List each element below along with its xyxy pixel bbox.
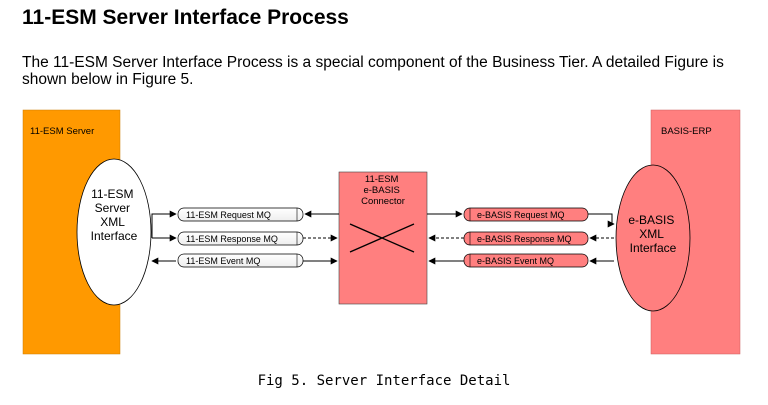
esm-interface-arrows (151, 210, 177, 265)
basis-xml-interface-label: e-BASIS XML Interface (628, 213, 677, 255)
basis-erp-label: BASIS-ERP (661, 126, 712, 137)
page-title: 11-ESM Server Interface Process (22, 6, 349, 29)
connector-label: 11-ESM e-BASIS Connector (361, 174, 405, 207)
basis-xml-interface (615, 164, 691, 312)
esm-server-label: 11-ESM Server (30, 126, 94, 137)
basis-connector-arrows (427, 210, 464, 265)
intro-paragraph: The 11-ESM Server Interface Process is a… (22, 54, 724, 88)
esm-xml-interface-label: 11-ESM Server XML Interface (91, 187, 138, 243)
esm-response-mq: 11-ESM Response MQ (177, 231, 304, 246)
connector-crossing (349, 223, 415, 253)
svg-text:11-ESM Response MQ: 11-ESM Response MQ (186, 234, 278, 244)
svg-text:e-BASIS Response MQ: e-BASIS Response MQ (477, 234, 572, 244)
server-interface-diagram: 11-ESM Server 11-ESM Server XML Interfac… (22, 109, 741, 355)
basis-request-mq: e-BASIS Request MQ (463, 207, 589, 222)
connector-box (338, 171, 428, 305)
esm-request-mq: 11-ESM Request MQ (177, 207, 304, 222)
basis-event-mq: e-BASIS Event MQ (463, 253, 589, 268)
svg-text:11-ESM Event MQ: 11-ESM Event MQ (186, 256, 260, 266)
svg-text:e-BASIS Request MQ: e-BASIS Request MQ (477, 210, 565, 220)
esm-event-mq: 11-ESM Event MQ (177, 253, 304, 268)
esm-connector-arrows (303, 210, 339, 265)
svg-text:e-BASIS Event MQ: e-BASIS Event MQ (477, 256, 554, 266)
basis-interface-arrows (588, 213, 615, 265)
figure-caption: Fig 5. Server Interface Detail (257, 373, 511, 389)
esm-xml-interface (76, 158, 152, 306)
basis-response-mq: e-BASIS Response MQ (463, 231, 589, 246)
svg-text:11-ESM Request MQ: 11-ESM Request MQ (186, 210, 271, 220)
